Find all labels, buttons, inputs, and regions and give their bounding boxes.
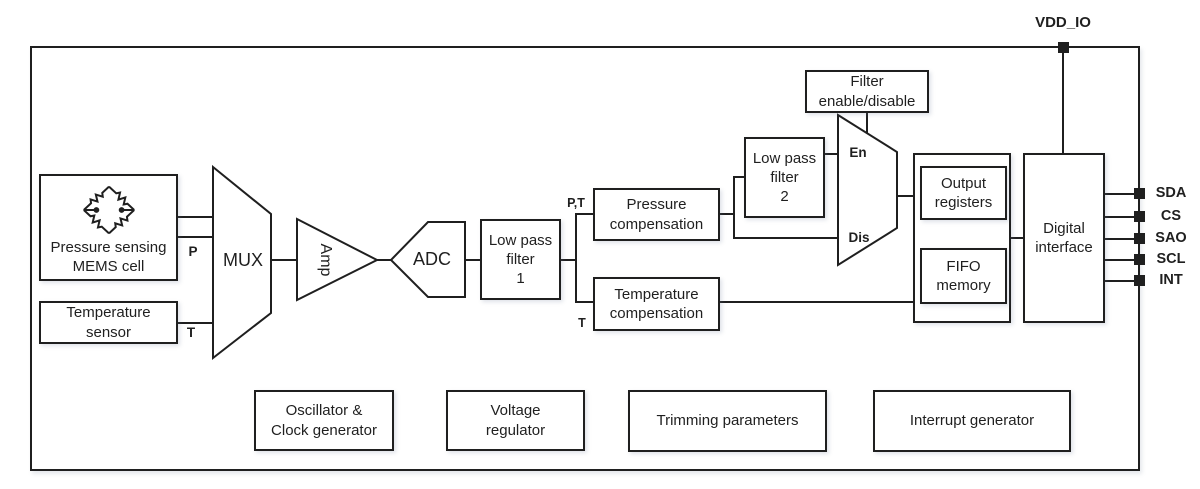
block-digital-interface: Digital interface	[1023, 153, 1105, 323]
block-temperature-sensor: Temperature sensor	[39, 301, 178, 344]
cs-pad-icon	[1134, 211, 1145, 222]
output-registers-label: Output registers	[934, 174, 993, 211]
pressure-compensation-label: Pressure compensation	[609, 196, 704, 233]
block-fifo-memory: FIFO memory	[920, 248, 1007, 304]
int-pad-icon	[1134, 275, 1145, 286]
mux2-disable-label: Dis	[848, 230, 870, 245]
sda-pad-icon	[1134, 188, 1145, 199]
mux-label: MUX	[223, 250, 263, 270]
block-voltage-regulator: Voltage regulator	[446, 390, 585, 451]
block-filter-enable-disable: Filter enable/disable	[805, 70, 929, 113]
mux2-enable-label: En	[849, 145, 867, 160]
pin-scl-label: SCL	[1156, 251, 1186, 267]
lpf2-label: Low pass filter 2	[752, 149, 817, 206]
fifo-memory-label: FIFO memory	[936, 257, 991, 294]
signal-p-label: P	[188, 244, 198, 259]
oscillator-label: Oscillator & Clock generator	[271, 402, 377, 439]
block-oscillator-clock-generator: Oscillator & Clock generator	[254, 390, 394, 451]
block-temperature-compensation: Temperature compensation	[593, 277, 720, 331]
amp-shape	[296, 217, 380, 302]
filter-enable-label: Filter enable/disable	[818, 73, 916, 110]
wheatstone-bridge-icon	[82, 185, 135, 234]
adc-label: ADC	[412, 249, 451, 269]
signal-pt-branch-label: P,T	[567, 196, 585, 210]
temperature-sensor-label: Temperature sensor	[66, 304, 151, 341]
pin-int-label: INT	[1159, 272, 1183, 288]
pin-sao-label: SAO	[1155, 230, 1187, 246]
vdd-io-pad-icon	[1058, 42, 1069, 53]
vdd-io-label: VDD_IO	[1035, 14, 1091, 31]
block-interrupt-generator: Interrupt generator	[873, 390, 1071, 452]
voltage-regulator-label: Voltage regulator	[485, 402, 546, 439]
signal-t-label: T	[186, 325, 196, 340]
block-low-pass-filter-1: Low pass filter 1	[480, 219, 561, 300]
interrupt-generator-label: Interrupt generator	[909, 412, 1035, 430]
block-pressure-mems-cell: Pressure sensing MEMS cell	[39, 174, 178, 281]
mux-shape	[212, 164, 272, 361]
signal-t-branch-label: T	[578, 316, 586, 330]
block-pressure-compensation: Pressure compensation	[593, 188, 720, 241]
pin-sda-label: SDA	[1155, 185, 1187, 201]
amp-label: Amp	[316, 243, 334, 277]
scl-pad-icon	[1134, 254, 1145, 265]
trimming-parameters-label: Trimming parameters	[656, 412, 799, 430]
block-output-registers: Output registers	[920, 166, 1007, 220]
mems-cell-label: Pressure sensing MEMS cell	[50, 238, 167, 275]
lpf1-label: Low pass filter 1	[488, 231, 553, 288]
pin-cs-label: CS	[1160, 208, 1182, 224]
temperature-compensation-label: Temperature compensation	[609, 285, 704, 322]
sao-pad-icon	[1134, 233, 1145, 244]
block-low-pass-filter-2: Low pass filter 2	[744, 137, 825, 218]
filter-mux-shape	[837, 113, 898, 267]
adc-shape	[389, 221, 466, 298]
block-trimming-parameters: Trimming parameters	[628, 390, 827, 452]
digital-interface-label: Digital interface	[1035, 219, 1093, 256]
